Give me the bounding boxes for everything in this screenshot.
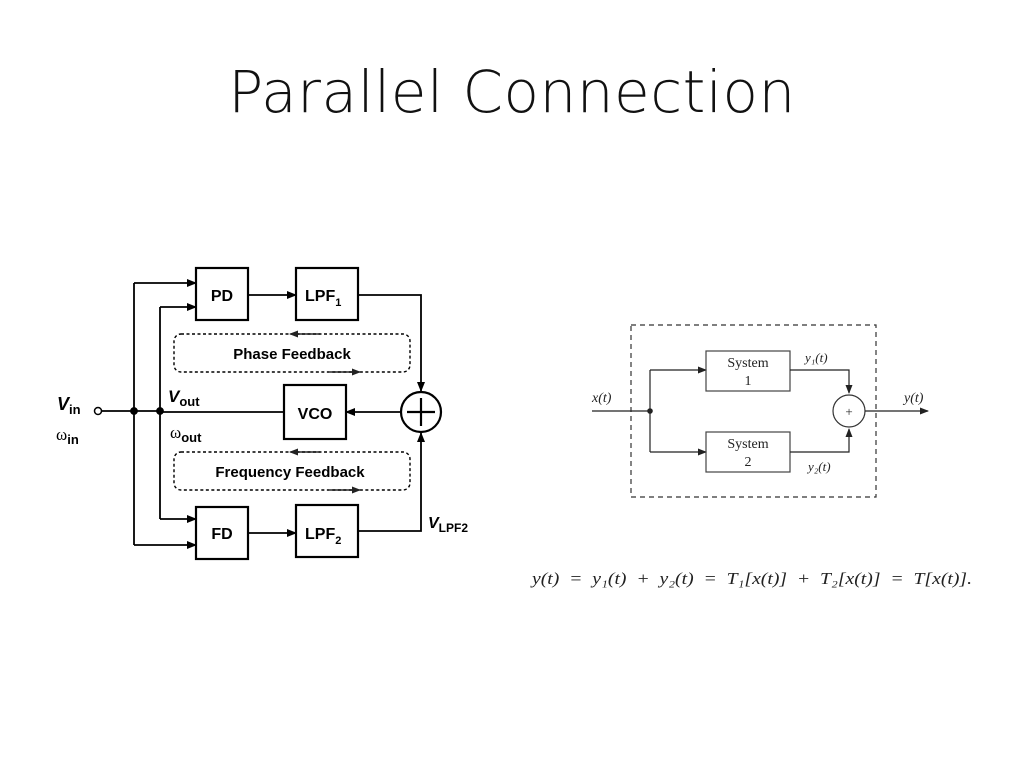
sys-adder-symbol: + xyxy=(845,404,852,419)
equation-text: y(t) = y₁(t) + y₂(t) = T₁[x(t)] + T₂[x(t… xyxy=(530,569,972,588)
system2-label-line2: 2 xyxy=(745,455,752,470)
omega-out-label: ωout xyxy=(170,423,202,445)
system1-label-line1: System xyxy=(727,356,768,371)
system1-block xyxy=(705,350,791,392)
lpf2-label: LPF2 xyxy=(305,526,341,547)
sys-y2-label: y₂(t) xyxy=(806,459,831,474)
fd-label: FD xyxy=(211,526,232,543)
omega-in-label: ωin xyxy=(56,425,79,447)
vlpf2-label: VLPF2 xyxy=(428,515,468,535)
sys-wire-system1-to-adder xyxy=(790,369,853,394)
vin-label: Vin xyxy=(57,394,81,417)
input-terminal xyxy=(93,406,103,416)
lpf1-label: LPF1 xyxy=(305,288,341,309)
system-diagram xyxy=(592,324,929,498)
wire-lpf1-to-adder xyxy=(358,294,425,392)
sys-wire-system2-to-adder xyxy=(790,428,853,453)
pd-block xyxy=(194,266,250,322)
system1-label-line2: 1 xyxy=(745,374,752,389)
vout-label: Vout xyxy=(168,387,200,409)
sys-output-label: y(t) xyxy=(902,391,924,406)
slide-title: Parallel Connection xyxy=(228,58,796,126)
pd-label: PD xyxy=(211,288,233,305)
pll-diagram xyxy=(93,266,443,561)
system2-label-line1: System xyxy=(727,437,768,452)
sys-input-label: x(t) xyxy=(591,391,612,406)
frequency-feedback-label: Frequency Feedback xyxy=(215,464,365,481)
phase-feedback-label: Phase Feedback xyxy=(233,346,351,363)
wire-lpf2-to-adder xyxy=(358,432,425,532)
sys-y1-label: y₁(t) xyxy=(803,350,828,365)
vco-label: VCO xyxy=(298,406,333,423)
